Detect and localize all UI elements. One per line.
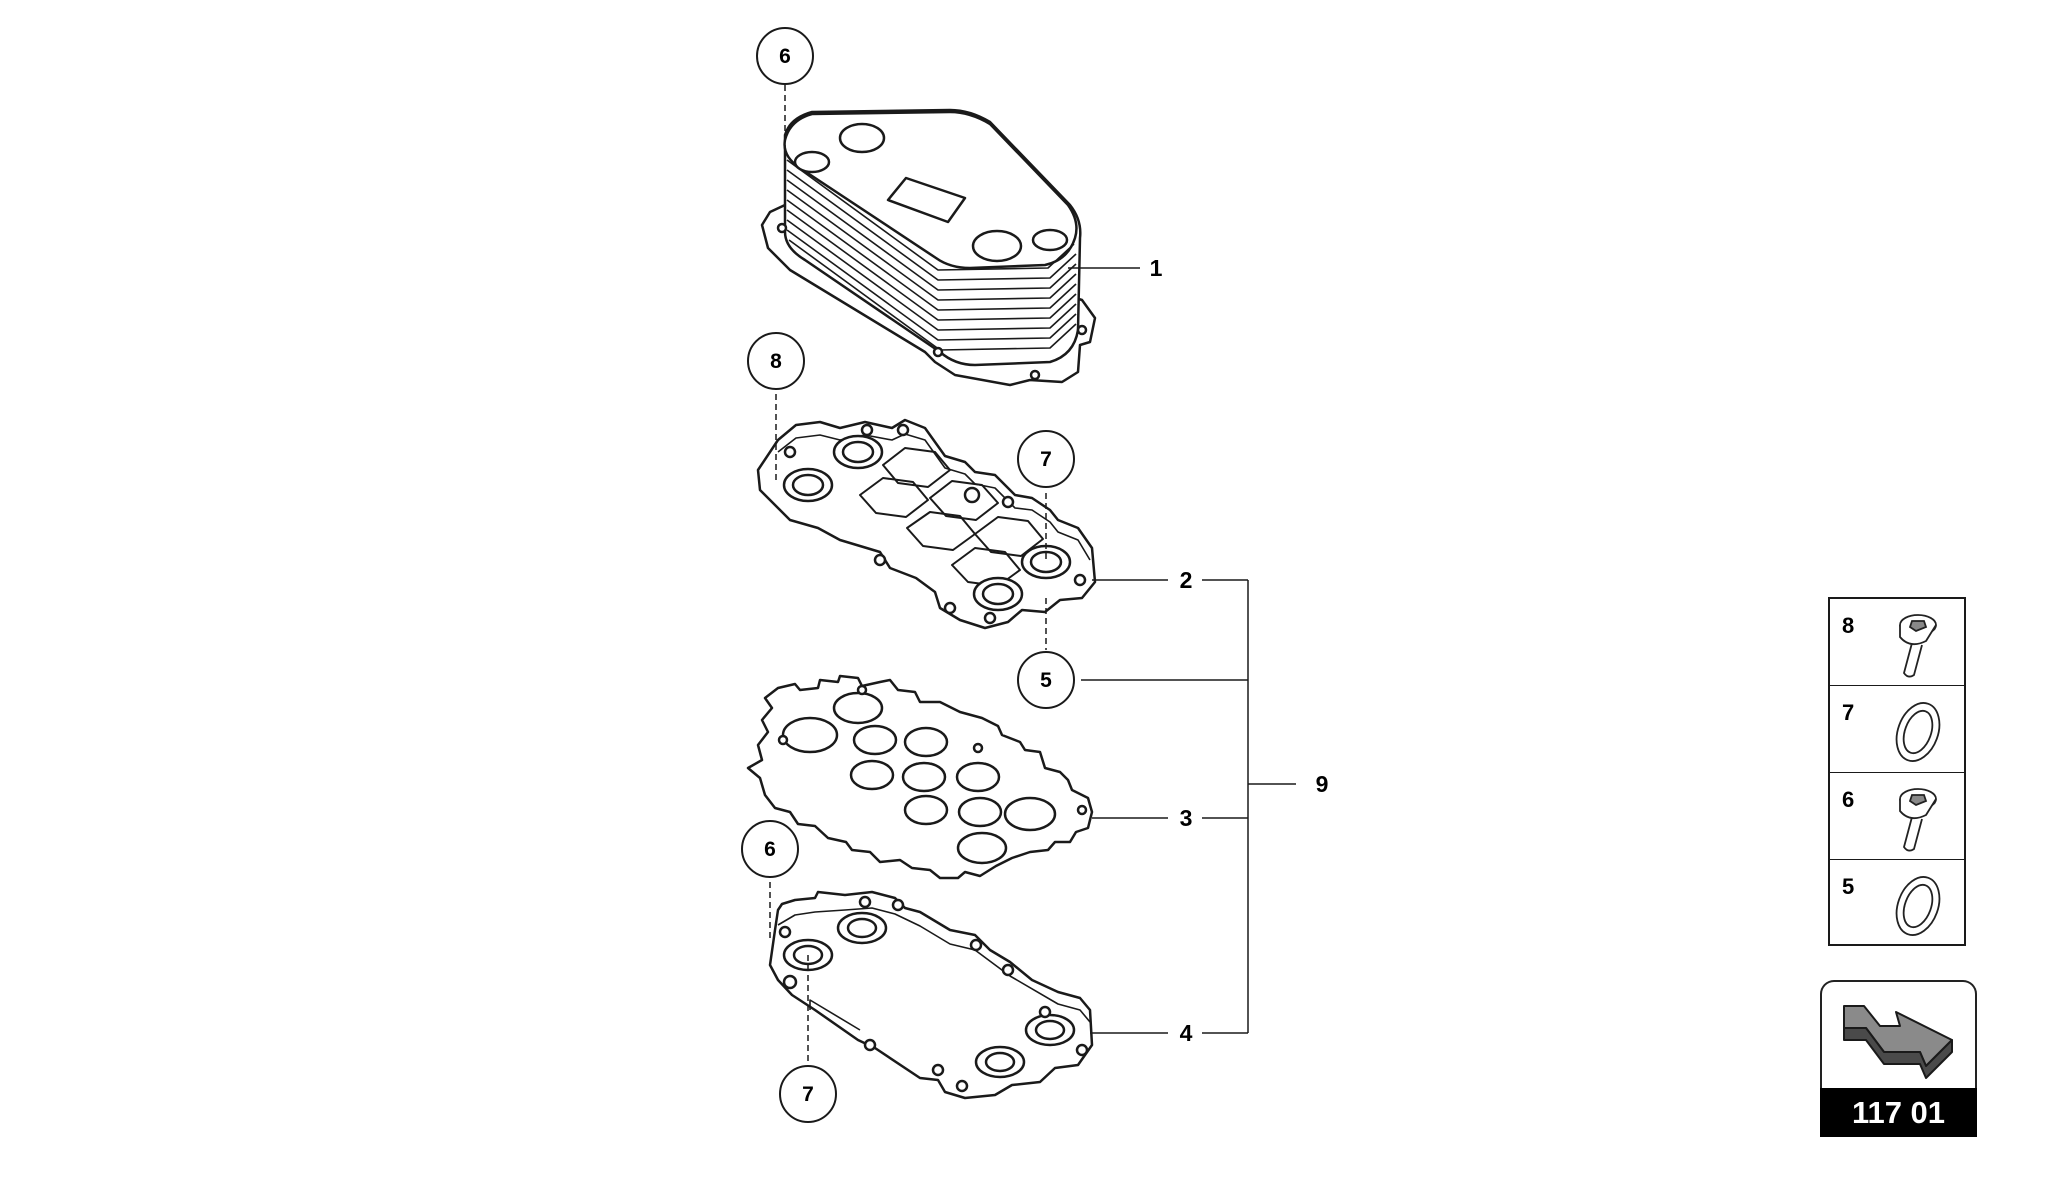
callout-3: 3 bbox=[1180, 805, 1193, 831]
reference-lines bbox=[769, 85, 1047, 1065]
balloon-5-label: 5 bbox=[1040, 669, 1052, 692]
balloon-5[interactable]: 5 bbox=[1017, 651, 1075, 709]
callout-1: 1 bbox=[1150, 255, 1163, 281]
base-plate-part-4[interactable] bbox=[768, 890, 1094, 1100]
seal-ring-icon bbox=[1895, 702, 1941, 762]
callout-2: 2 bbox=[1180, 567, 1193, 593]
balloon-6-top[interactable]: 6 bbox=[756, 27, 814, 85]
balloon-7-bottom[interactable]: 7 bbox=[779, 1065, 837, 1123]
balloon-8[interactable]: 8 bbox=[747, 332, 805, 390]
legend-item-5[interactable]: 5 bbox=[1830, 860, 1964, 947]
seal-ring-icon bbox=[1895, 876, 1941, 936]
legend-item-8[interactable]: 8 bbox=[1830, 599, 1964, 686]
nav-arrow-panel bbox=[1820, 980, 1977, 1090]
callout-9: 9 bbox=[1316, 771, 1329, 797]
fastener-legend: 8 7 6 5 bbox=[1828, 597, 1966, 946]
callout-4: 4 bbox=[1180, 1020, 1193, 1046]
balloon-8-label: 8 bbox=[770, 350, 782, 373]
oil-cooler-part-1[interactable] bbox=[760, 108, 1097, 387]
legend-item-7[interactable]: 7 bbox=[1830, 686, 1964, 773]
balloon-7-mid[interactable]: 7 bbox=[1017, 430, 1075, 488]
legend-number: 8 bbox=[1842, 613, 1855, 638]
balloon-7-bottom-label: 7 bbox=[802, 1083, 814, 1106]
bolt-icon bbox=[1899, 788, 1937, 852]
balloon-7-mid-label: 7 bbox=[1040, 448, 1052, 471]
leader-lines bbox=[1068, 267, 1296, 1034]
legend-number: 5 bbox=[1842, 874, 1855, 899]
gasket-part-3[interactable] bbox=[746, 674, 1094, 880]
balloon-6-top-label: 6 bbox=[779, 45, 791, 68]
arrow-right-icon bbox=[1843, 1005, 1953, 1079]
legend-number: 6 bbox=[1842, 787, 1855, 812]
legend-number: 7 bbox=[1842, 700, 1855, 725]
page-code: 117 01 bbox=[1820, 1088, 1977, 1137]
balloon-6-low-label: 6 bbox=[764, 838, 776, 861]
page-reference-button[interactable]: 117 01 bbox=[1820, 980, 1977, 1137]
balloon-6-low[interactable]: 6 bbox=[741, 820, 799, 878]
adapter-plate-part-2[interactable] bbox=[756, 418, 1097, 630]
legend-item-6[interactable]: 6 bbox=[1830, 773, 1964, 860]
bolt-icon bbox=[1899, 614, 1937, 678]
